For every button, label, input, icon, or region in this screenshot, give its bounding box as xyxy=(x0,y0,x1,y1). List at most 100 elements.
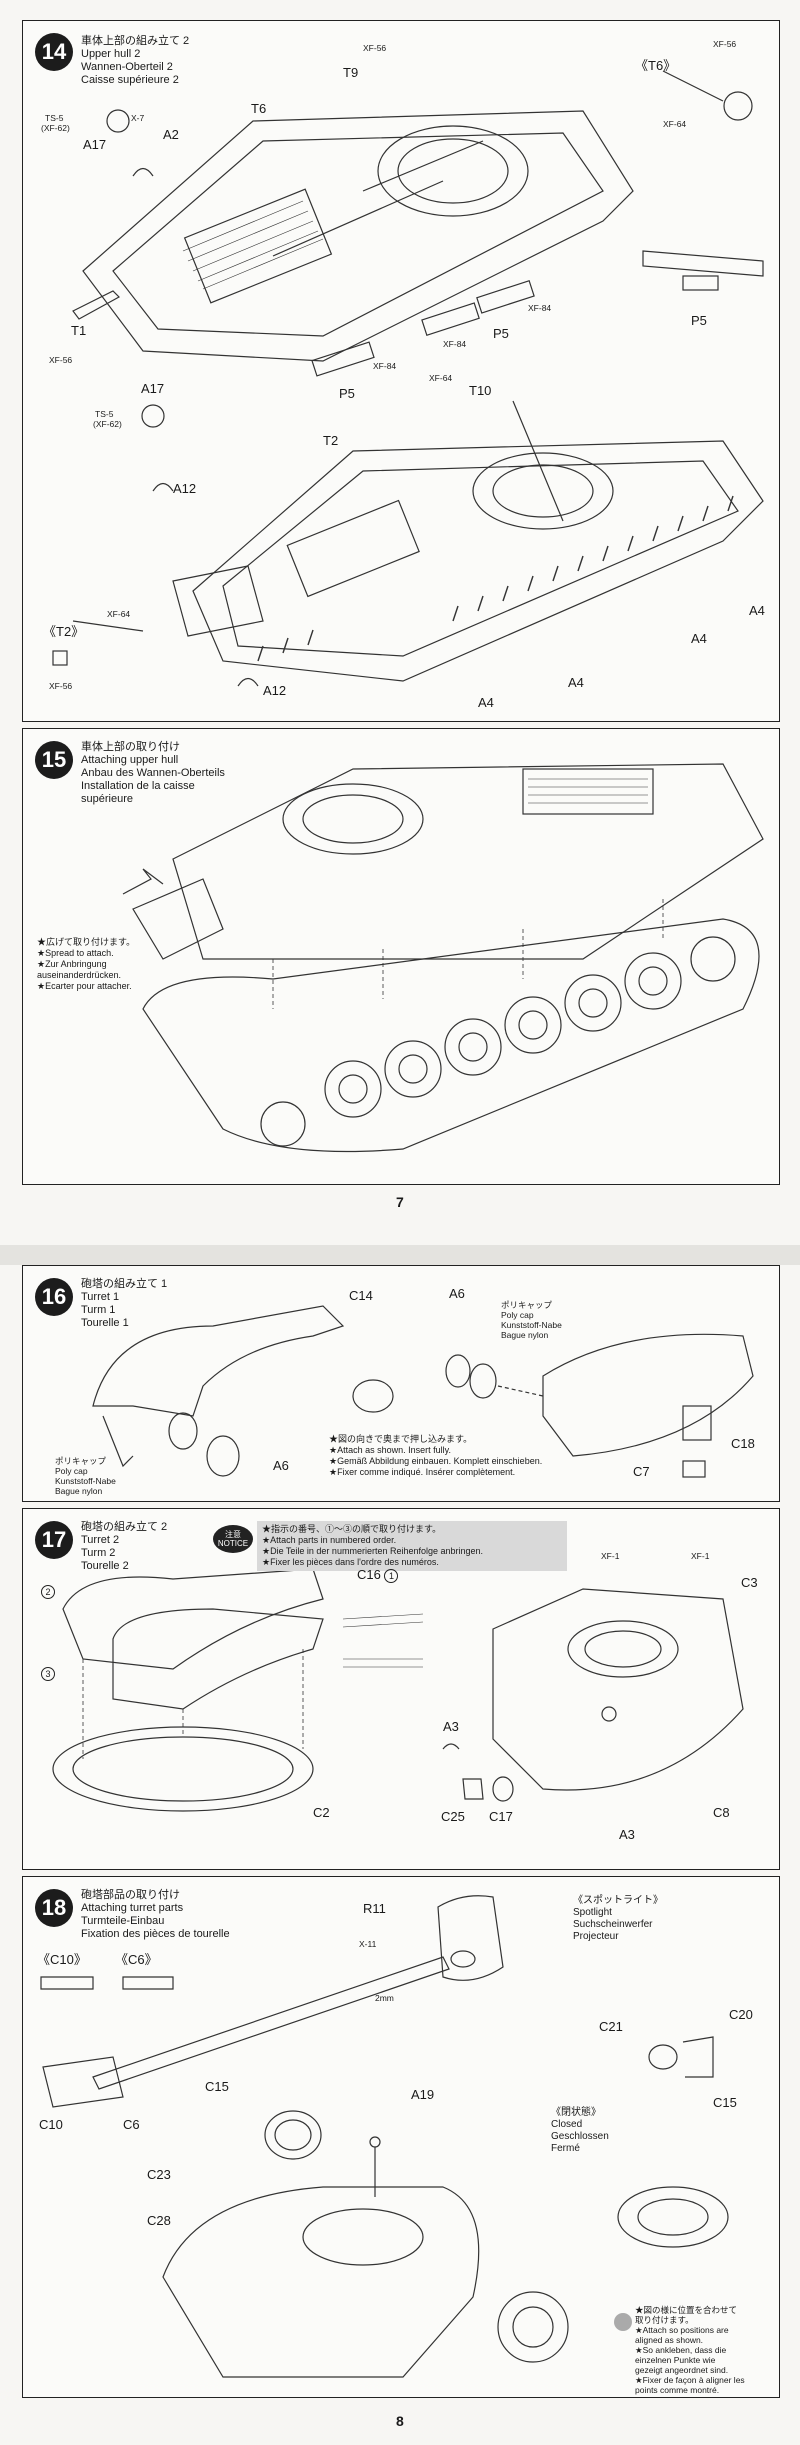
align-jp-2: 取り付けます。 xyxy=(635,2315,694,2325)
step-18-panel: 18 砲塔部品の取り付け Attaching turret parts Turm… xyxy=(22,1876,780,2398)
label-t6: T6 xyxy=(251,101,267,116)
notice-jp: ★指示の番号、①〜③の順で取り付けます。 xyxy=(262,1524,442,1534)
label-xf56-left: XF-56 xyxy=(49,355,73,365)
notice-badge: 注意 NOTICE xyxy=(213,1525,253,1553)
polycap-bottom-fr: Bague nylon xyxy=(55,1486,103,1496)
polycap-bottom-en: Poly cap xyxy=(55,1466,88,1476)
label-t6-inset: 《T6》 xyxy=(635,58,677,73)
label-c18: C18 xyxy=(731,1436,755,1451)
polycap-top: ポリキャップ Poly cap Kunststoff-Nabe Bague ny… xyxy=(501,1300,562,1340)
label-xf84-b: XF-84 xyxy=(443,339,467,349)
label-xf64-inset: XF-64 xyxy=(663,119,687,129)
step-14-title-jp: 車体上部の組み立て 2 xyxy=(81,35,190,47)
step-14-title-fr: Caisse supérieure 2 xyxy=(81,74,179,86)
step-15-title-en: Attaching upper hull xyxy=(81,754,179,766)
label-xf84-c: XF-84 xyxy=(528,303,552,313)
label-xf64-t2: XF-64 xyxy=(107,609,131,619)
step-15-note-de: ★Zur Anbringung xyxy=(37,959,107,969)
label-c16: C16 1 xyxy=(357,1567,399,1583)
label-a4-c: A4 xyxy=(568,675,584,690)
step-16-note-jp: ★図の向きで奥まで押し込みます。 xyxy=(329,1434,473,1444)
label-a4-d: A4 xyxy=(478,695,494,710)
step-16-title-jp: 砲塔の組み立て 1 xyxy=(81,1278,168,1290)
page-number-8: 8 xyxy=(396,2413,404,2429)
align-en: ★Attach so positions are xyxy=(635,2325,729,2335)
step-16-badge: 16 xyxy=(35,1278,73,1316)
label-a4-a: A4 xyxy=(749,603,765,618)
order-2: 2 xyxy=(41,1583,55,1599)
step-15-note-en: ★Spread to attach. xyxy=(37,948,114,958)
label-a17-top: A17 xyxy=(83,137,107,152)
step-15-panel: 15 車体上部の取り付け Attaching upper hull Anbau … xyxy=(22,728,780,1185)
step-18-align-note: ★図の様に位置を合わせて 取り付けます。 ★Attach so position… xyxy=(635,2305,745,2395)
notice-box: ★指示の番号、①〜③の順で取り付けます。 ★Attach parts in nu… xyxy=(257,1521,567,1571)
label-x7: X-7 xyxy=(131,113,145,123)
label-c15-a: C15 xyxy=(205,2079,229,2094)
label-c10: C10 xyxy=(39,2117,63,2132)
label-t10: T10 xyxy=(469,383,492,398)
label-xf1-b: XF-1 xyxy=(691,1551,710,1561)
step-14-title-en: Upper hull 2 xyxy=(81,48,141,60)
label-xf1-a: XF-1 xyxy=(601,1551,620,1561)
label-c17: C17 xyxy=(489,1809,513,1824)
label-xf64-t10: XF-64 xyxy=(429,373,453,383)
label-2mm: 2mm xyxy=(375,1993,394,2003)
step-15-title-fr: Installation de la caisse xyxy=(81,780,195,792)
label-c21: C21 xyxy=(599,2019,623,2034)
label-c3: C3 xyxy=(741,1575,758,1590)
notice-en: ★Attach parts in numbered order. xyxy=(262,1535,397,1545)
label-p5-inset: P5 xyxy=(691,313,707,328)
align-de: ★So ankleben, dass die xyxy=(635,2345,727,2355)
step-16-title-de: Turm 1 xyxy=(81,1304,116,1316)
label-c25: C25 xyxy=(441,1809,465,1824)
step-16-title-en: Turret 1 xyxy=(81,1291,120,1303)
step-18-title: 砲塔部品の取り付け Attaching turret parts Turmtei… xyxy=(81,1889,230,1941)
polycap-top-fr: Bague nylon xyxy=(501,1330,549,1340)
step-17-title: 砲塔の組み立て 2 Turret 2 Turm 2 Tourelle 2 xyxy=(81,1521,167,1573)
label-c28: C28 xyxy=(147,2213,171,2228)
label-x11: X-11 xyxy=(359,1939,377,1949)
step-14-badge: 14 xyxy=(35,33,73,71)
closed-title-de: Geschlossen xyxy=(551,2131,609,2142)
align-de-2: einzelnen Punkte wie xyxy=(635,2355,716,2365)
label-c7: C7 xyxy=(633,1464,650,1479)
label-a4-b: A4 xyxy=(691,631,707,646)
step-15-title: 車体上部の取り付け Attaching upper hull Anbau des… xyxy=(81,741,225,806)
align-en-2: aligned as shown. xyxy=(635,2335,704,2345)
label-a12-top: A12 xyxy=(173,481,197,496)
label-xf62-top: (XF-62) xyxy=(41,123,70,133)
step-15-note-de2: auseinanderdrücken. xyxy=(37,970,122,980)
label-c6: C6 xyxy=(123,2117,140,2132)
label-c2: C2 xyxy=(313,1805,330,1820)
label-a2: A2 xyxy=(163,127,179,142)
label-a6-top: A6 xyxy=(449,1286,465,1301)
page-8: 16 砲塔の組み立て 1 Turret 1 Turm 1 Tourelle 1 … xyxy=(0,1265,800,2445)
spotlight-title-en: Spotlight xyxy=(573,1907,612,1918)
closed-title: 《閉状態》 Closed Geschlossen Fermé xyxy=(551,2107,609,2155)
step-15-note: ★広げて取り付けます。 ★Spread to attach. ★Zur Anbr… xyxy=(37,937,135,992)
step-18-title-jp: 砲塔部品の取り付け xyxy=(81,1889,180,1901)
step-16-note: ★図の向きで奥まで押し込みます。 ★Attach as shown. Inser… xyxy=(329,1434,542,1478)
label-p5-left: P5 xyxy=(339,386,355,401)
step-15-note-jp: ★広げて取り付けます。 xyxy=(37,937,136,947)
polycap-bottom-jp: ポリキャップ xyxy=(55,1456,107,1466)
label-t1: T1 xyxy=(71,323,87,338)
order-3: 3 xyxy=(41,1665,55,1681)
label-xf84-a: XF-84 xyxy=(373,361,397,371)
spotlight-title-fr: Projecteur xyxy=(573,1931,619,1942)
label-c20: C20 xyxy=(729,2007,753,2022)
step-15-title-de: Anbau des Wannen-Oberteils xyxy=(81,767,225,779)
step-14-illustration xyxy=(52,70,764,687)
align-jp: ★図の様に位置を合わせて xyxy=(635,2305,738,2315)
closed-title-en: Closed xyxy=(551,2119,583,2130)
step-17-illustration xyxy=(52,1568,744,1812)
notice-de: ★Die Teile in der nummerierten Reihenfol… xyxy=(262,1546,484,1556)
label-t2-inset: 《T2》 xyxy=(43,624,85,639)
label-c10-inset: 《C10》 xyxy=(37,1952,87,1967)
step-15-note-fr: ★Ecarter pour attacher. xyxy=(37,981,132,991)
label-xf62-bottom: (XF-62) xyxy=(93,419,122,429)
step-14-title-de: Wannen-Oberteil 2 xyxy=(81,61,173,73)
step-16-panel: 16 砲塔の組み立て 1 Turret 1 Turm 1 Tourelle 1 … xyxy=(22,1265,780,1502)
polycap-top-en: Poly cap xyxy=(501,1310,534,1320)
polycap-top-de: Kunststoff-Nabe xyxy=(501,1320,562,1330)
